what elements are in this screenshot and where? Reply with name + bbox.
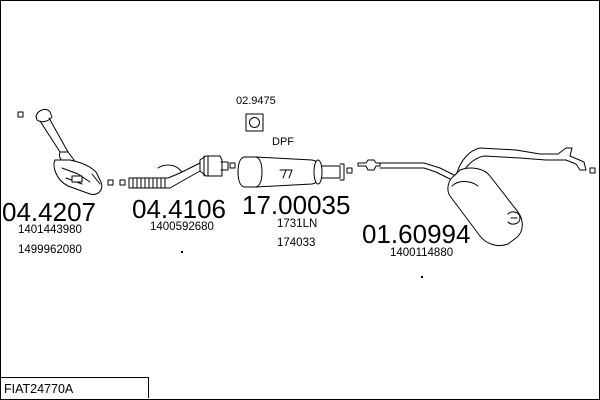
part-code-04-4106: 04.4106 bbox=[132, 194, 226, 224]
dot-marker bbox=[181, 251, 183, 253]
part-code-17-00035: 17.00035 bbox=[242, 190, 351, 220]
flex-pipe-drawing bbox=[119, 155, 236, 189]
dpf-label: DPF bbox=[272, 136, 294, 148]
gasket-drawing bbox=[245, 113, 264, 132]
part-ref-1400114880: 1400114880 bbox=[390, 247, 454, 259]
dpf-drawing bbox=[237, 156, 353, 188]
part-ref-1499962080: 1499962080 bbox=[18, 244, 82, 256]
rear-silencer-drawing bbox=[357, 147, 596, 247]
part-ref-1731ln: 1731LN bbox=[277, 218, 318, 230]
part-ref-174033: 174033 bbox=[277, 237, 316, 249]
part-code-01-60994: 01.60994 bbox=[362, 219, 471, 249]
part-ref-1401443980: 1401443980 bbox=[18, 224, 82, 236]
dot-marker bbox=[421, 276, 423, 278]
part-code-04-4207: 04.4207 bbox=[2, 197, 96, 227]
gasket-code-label: 02.9475 bbox=[236, 95, 276, 107]
diagram-title-box: FIAT24770A bbox=[0, 377, 149, 398]
downpipe-catalyst-drawing bbox=[17, 108, 114, 195]
diagram-title: FIAT24770A bbox=[4, 382, 74, 396]
part-ref-1400592680: 1400592680 bbox=[150, 221, 214, 233]
